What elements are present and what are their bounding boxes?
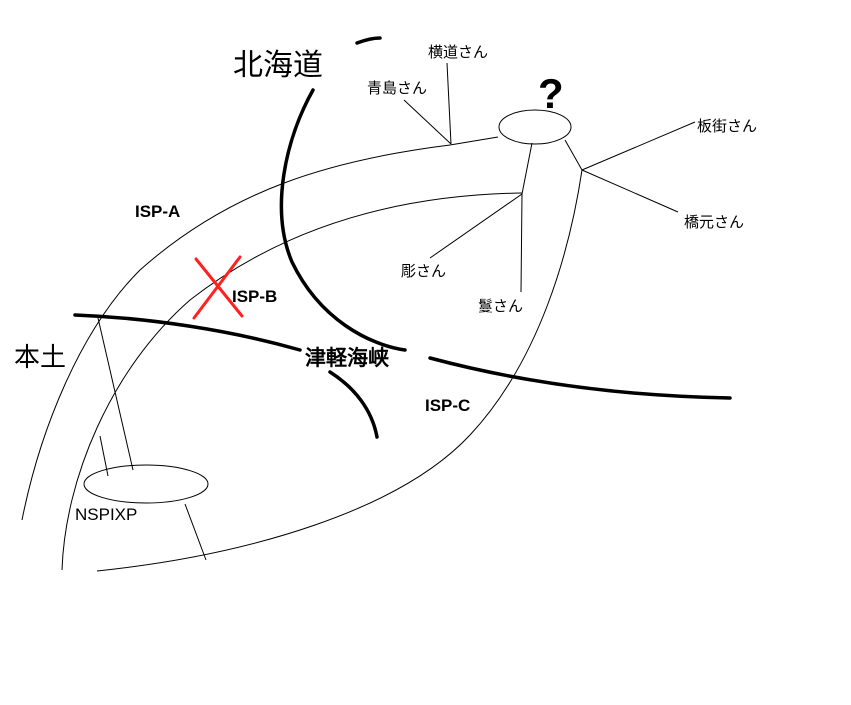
honshu-peninsula [328,370,379,439]
link-hashimoto [581,169,679,213]
ixp-link-isp-c [184,503,207,561]
isp-b-label: ISP-B [232,287,277,306]
isp-c-line [96,169,583,572]
hokkaido-label: 北海道 [233,48,323,83]
unknown-exchange-label: ? [538,70,564,117]
ixp-link-isp-a [97,317,134,471]
isp-a-label: ISP-A [135,202,180,221]
person-yokomichi: 横道さん [428,43,488,61]
person-hori: 彫さん [401,262,446,280]
isp-b-line [61,192,523,571]
honshu-label: 本土 [14,343,66,373]
person-hashimoto: 橋元さん [684,213,744,231]
hokkaido-west-coast [279,88,407,352]
exchange-link-isp-b [521,142,533,195]
strait-label: 津軽海峡 [305,345,389,370]
person-itamachi: 板街さん [697,117,757,135]
ixp-link-isp-b [99,435,109,477]
person-aoshima: 青島さん [367,79,427,97]
unknown-exchange-ellipse [498,109,572,145]
link-itamachi [581,121,696,171]
isp-b-cross-stroke-2 [192,255,242,320]
link-hori [429,193,523,259]
nspixp-label: NSPIXP [75,505,137,524]
isp-c-label: ISP-C [425,396,470,415]
isp-b-cross-stroke-1 [194,257,244,318]
hokkaido-north-tip [355,36,382,45]
link-kami [520,193,523,293]
exchange-link-isp-c [564,139,583,171]
nspixp-ellipse [83,464,209,504]
person-kami: 鬘さん [478,297,523,315]
link-aoshima [403,99,452,145]
link-yokomichi [446,62,452,145]
isp-a-line [21,136,499,521]
honshu-north-coast [73,313,302,352]
hokkaido-south-coast [428,356,732,400]
